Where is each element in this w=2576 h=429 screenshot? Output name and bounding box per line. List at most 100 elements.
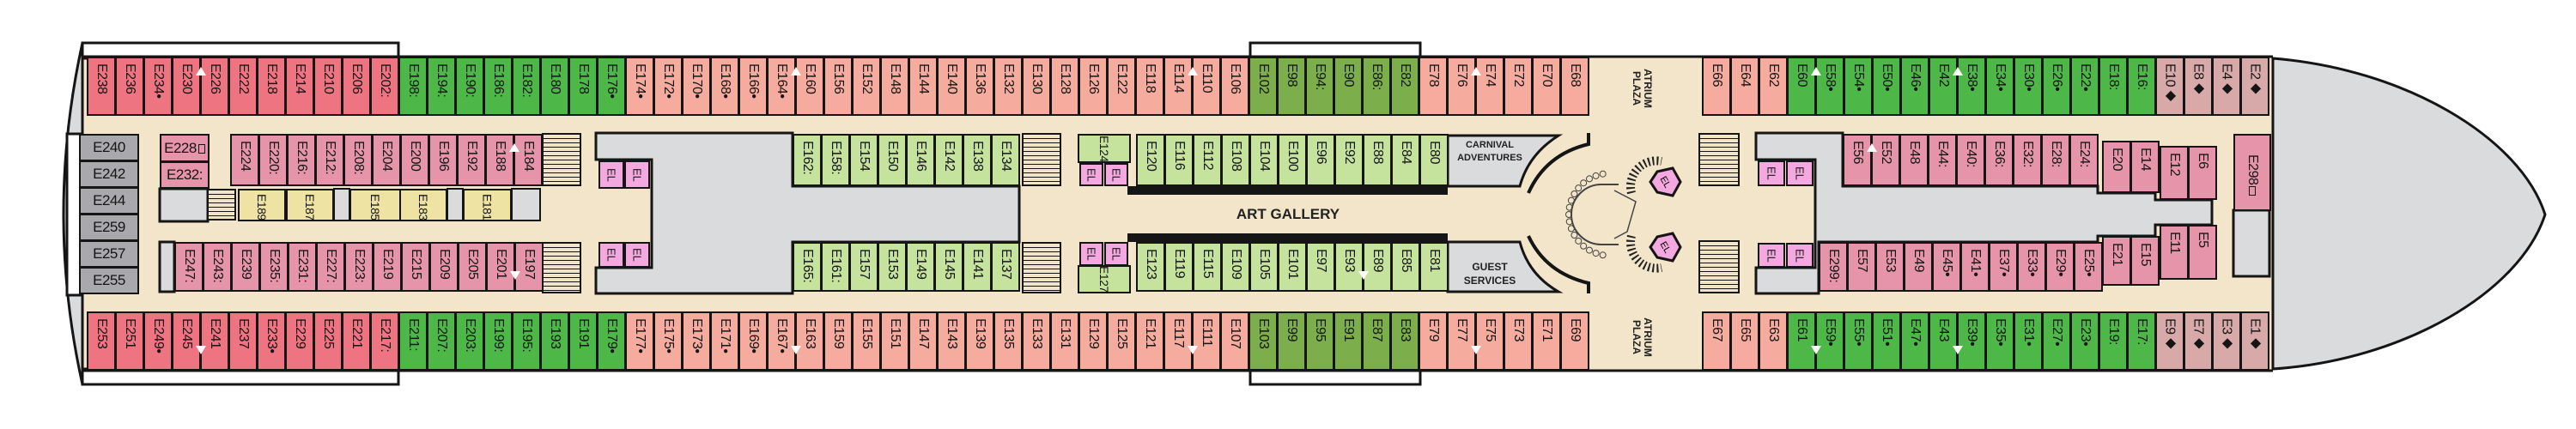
cabin[interactable]: E225 bbox=[313, 311, 343, 371]
cabin[interactable]: E81 bbox=[1419, 242, 1449, 292]
cabin[interactable]: E157 bbox=[849, 242, 878, 292]
cabin[interactable]: E101 bbox=[1278, 242, 1307, 292]
cabin[interactable]: E159 bbox=[823, 311, 853, 371]
cabin[interactable]: E91 bbox=[1334, 311, 1363, 371]
cabin[interactable]: E218 bbox=[257, 57, 286, 116]
cabin[interactable]: E79 bbox=[1419, 311, 1448, 371]
cabin[interactable]: E128 bbox=[1050, 57, 1079, 116]
cabin[interactable]: E71 bbox=[1532, 311, 1561, 371]
cabin[interactable]: E208: bbox=[343, 134, 373, 186]
cabin[interactable]: E142 bbox=[934, 134, 963, 186]
cabin[interactable]: E102 bbox=[1249, 57, 1278, 116]
cabin[interactable]: E148 bbox=[880, 57, 909, 116]
cabin[interactable]: E82 bbox=[1390, 57, 1419, 116]
cabin[interactable]: E170• bbox=[682, 57, 711, 116]
cabin[interactable]: E112 bbox=[1193, 134, 1222, 186]
cabin[interactable]: E74 bbox=[1475, 57, 1504, 116]
cabin[interactable]: E5 bbox=[2188, 225, 2217, 280]
cabin[interactable]: E61 bbox=[1787, 311, 1816, 371]
cabin[interactable]: E191 bbox=[568, 311, 598, 371]
cabin[interactable]: E73 bbox=[1504, 311, 1533, 371]
cabin[interactable]: E109 bbox=[1221, 242, 1250, 292]
cabin[interactable]: E97 bbox=[1306, 242, 1335, 292]
cabin[interactable]: E4◆ bbox=[2212, 57, 2241, 116]
cabin[interactable]: E249• bbox=[143, 311, 173, 371]
cabin[interactable]: E232: bbox=[160, 161, 210, 189]
cabin[interactable]: E190: bbox=[455, 57, 484, 116]
cabin[interactable]: E67 bbox=[1702, 311, 1731, 371]
cabin[interactable]: E108 bbox=[1221, 134, 1250, 186]
cabin[interactable]: E83 bbox=[1390, 311, 1419, 371]
cabin[interactable]: E228 bbox=[160, 134, 210, 162]
cabin[interactable]: E242 bbox=[79, 160, 139, 188]
cabin[interactable]: E23• bbox=[2070, 311, 2099, 371]
cabin[interactable]: E197 bbox=[514, 242, 544, 292]
cabin[interactable]: E121 bbox=[1135, 311, 1164, 371]
cabin[interactable]: E163 bbox=[795, 311, 824, 371]
cabin[interactable]: E150 bbox=[878, 134, 907, 186]
cabin[interactable]: E214 bbox=[285, 57, 314, 116]
cabin[interactable]: E204 bbox=[372, 134, 401, 186]
cabin[interactable]: E257 bbox=[79, 240, 139, 268]
cabin[interactable]: E136 bbox=[965, 57, 994, 116]
cabin[interactable]: E137 bbox=[991, 242, 1020, 292]
cabin[interactable]: E245 bbox=[172, 311, 201, 371]
cabin[interactable]: E77 bbox=[1447, 311, 1476, 371]
cabin[interactable]: E215 bbox=[401, 242, 430, 292]
cabin[interactable]: E21 bbox=[2102, 236, 2131, 286]
cabin[interactable]: E34• bbox=[1985, 57, 2014, 116]
cabin[interactable]: E25• bbox=[2074, 242, 2103, 292]
cabin[interactable]: E153 bbox=[878, 242, 907, 292]
cabin[interactable]: E56 bbox=[1843, 134, 1872, 186]
cabin[interactable]: E127 bbox=[1078, 265, 1131, 293]
cabin[interactable]: E110 bbox=[1192, 57, 1221, 116]
cabin[interactable]: E69 bbox=[1560, 311, 1589, 371]
cabin[interactable]: E133 bbox=[1022, 311, 1051, 371]
cabin[interactable]: E20 bbox=[2102, 141, 2131, 193]
cabin[interactable]: E202: bbox=[370, 57, 399, 116]
cabin[interactable]: E132 bbox=[993, 57, 1023, 116]
cabin[interactable]: E8◆ bbox=[2184, 57, 2213, 116]
cabin[interactable]: E9◆ bbox=[2155, 311, 2184, 371]
cabin[interactable]: E100 bbox=[1278, 134, 1307, 186]
cabin[interactable]: E126 bbox=[1078, 57, 1108, 116]
cabin[interactable]: E160 bbox=[795, 57, 824, 116]
cabin[interactable]: E237 bbox=[228, 311, 258, 371]
cabin[interactable]: E19: bbox=[2099, 311, 2128, 371]
cabin[interactable]: E40: bbox=[1956, 134, 1985, 186]
cabin[interactable]: E149 bbox=[906, 242, 935, 292]
cabin[interactable]: E189 bbox=[238, 189, 286, 221]
cabin[interactable]: E6 bbox=[2188, 146, 2217, 200]
cabin[interactable]: E49 bbox=[1904, 242, 1933, 292]
cabin[interactable]: E207: bbox=[427, 311, 456, 371]
cabin[interactable]: E186: bbox=[483, 57, 513, 116]
cabin[interactable]: E16: bbox=[2127, 57, 2156, 116]
cabin[interactable]: E104 bbox=[1249, 134, 1279, 186]
cabin[interactable]: E103 bbox=[1249, 311, 1278, 371]
cabin[interactable]: E166• bbox=[738, 57, 768, 116]
cabin[interactable]: E26• bbox=[2042, 57, 2071, 116]
cabin[interactable]: E99 bbox=[1277, 311, 1306, 371]
cabin[interactable]: E168• bbox=[710, 57, 739, 116]
cabin[interactable]: E43 bbox=[1929, 311, 1958, 371]
cabin[interactable]: E64 bbox=[1730, 57, 1759, 116]
cabin[interactable]: E182: bbox=[512, 57, 541, 116]
cabin[interactable]: E44: bbox=[1928, 134, 1957, 186]
cabin[interactable]: E52 bbox=[1871, 134, 1900, 186]
cabin[interactable]: E54• bbox=[1844, 57, 1873, 116]
cabin[interactable]: E118 bbox=[1135, 57, 1164, 116]
cabin[interactable]: E196 bbox=[428, 134, 458, 186]
cabin[interactable]: E206 bbox=[342, 57, 371, 116]
cabin[interactable]: E138 bbox=[963, 134, 992, 186]
cabin[interactable]: E178 bbox=[568, 57, 598, 116]
cabin[interactable]: E259 bbox=[79, 214, 139, 241]
cabin[interactable]: E129 bbox=[1078, 311, 1108, 371]
cabin[interactable]: E17: bbox=[2127, 311, 2156, 371]
cabin[interactable]: E233• bbox=[257, 311, 286, 371]
cabin[interactable]: E51• bbox=[1872, 311, 1901, 371]
cabin[interactable]: E37• bbox=[1989, 242, 2018, 292]
cabin[interactable]: E181 bbox=[463, 189, 512, 221]
cabin[interactable]: E76 bbox=[1447, 57, 1476, 116]
cabin[interactable]: E243: bbox=[203, 242, 232, 292]
cabin[interactable]: E131 bbox=[1050, 311, 1079, 371]
